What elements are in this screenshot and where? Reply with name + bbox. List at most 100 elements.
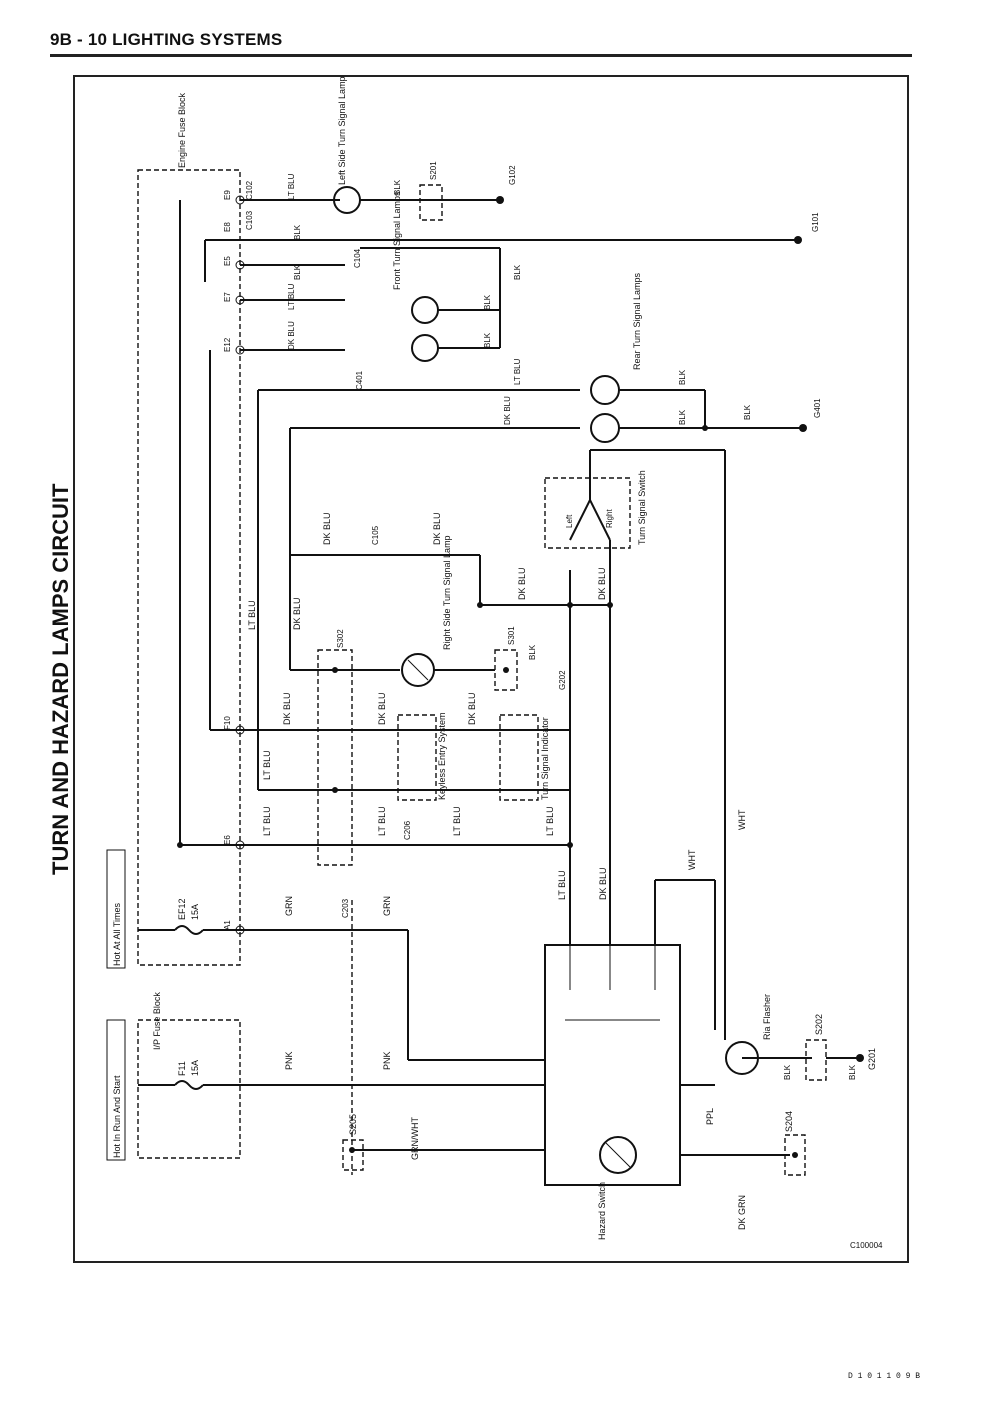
svg-text:BLK: BLK: [393, 179, 402, 195]
turn-signal-switch: Left Right Turn Signal Switch: [544, 449, 725, 549]
svg-text:S301: S301: [507, 626, 516, 645]
turn-signal-indicator-box: [499, 714, 539, 801]
svg-text:WHT: WHT: [737, 809, 747, 830]
svg-text:C206: C206: [403, 820, 412, 840]
svg-text:BLK: BLK: [513, 264, 522, 280]
svg-text:LT BLU: LT BLU: [287, 173, 296, 200]
page-header: 9B - 10 LIGHTING SYSTEMS: [50, 30, 283, 49]
ip-fuse-block-label: I/P Fuse Block: [152, 992, 162, 1050]
svg-text:E5: E5: [223, 256, 232, 266]
diagram-frame: [73, 75, 909, 1263]
turn-signal-indicator-label: Turn Signal Indicator: [540, 717, 550, 800]
svg-text:DK BLU: DK BLU: [292, 597, 302, 630]
flasher: Ria Flasher PPL: [705, 994, 812, 1125]
connector-c105-label: C105: [371, 525, 380, 545]
svg-text:E12: E12: [223, 337, 232, 352]
svg-text:LT BLU: LT BLU: [557, 870, 567, 900]
svg-text:BLK: BLK: [483, 294, 492, 310]
front-turn-signal-lamps: Front Turn Signal Lamps C104: [353, 191, 501, 362]
hazard-switch-label: Hazard Switch: [597, 1182, 607, 1240]
svg-text:DK BLU: DK BLU: [322, 512, 332, 545]
svg-text:PNK: PNK: [284, 1051, 294, 1070]
svg-text:S201: S201: [429, 161, 438, 180]
svg-text:BLK: BLK: [743, 404, 752, 420]
svg-text:E9: E9: [223, 190, 232, 200]
diagram-title: TURN AND HAZARD LAMPS CIRCUIT: [48, 483, 73, 875]
right-side-turn-signal-lamp: Right Side Turn Signal Lamp: [401, 535, 495, 687]
svg-text:PPL: PPL: [705, 1108, 715, 1125]
svg-text:LT BLU: LT BLU: [262, 750, 272, 780]
svg-text:15A: 15A: [190, 904, 200, 920]
svg-text:BLK: BLK: [678, 369, 687, 385]
svg-text:BLK: BLK: [293, 224, 302, 240]
svg-text:Right Side Turn Signal Lamp: Right Side Turn Signal Lamp: [442, 535, 452, 650]
svg-text:G101: G101: [811, 212, 820, 232]
svg-text:E8: E8: [223, 222, 232, 232]
splice-s205: S205: [342, 1114, 364, 1171]
switch-output-wires: LT BLU DK BLU WHT WHT: [557, 450, 747, 1040]
ip-fuse-block: [137, 1019, 241, 1159]
figure-code: C100004: [850, 1241, 883, 1250]
ground-g204: S204 DK GRN: [737, 1111, 806, 1230]
svg-text:E7: E7: [223, 292, 232, 302]
header-rule: [50, 54, 912, 57]
svg-text:GRN: GRN: [382, 896, 392, 916]
engine-fuse-block: [137, 169, 241, 966]
svg-text:BLK: BLK: [293, 264, 302, 280]
hot-run-start-box: Hot In Run And Start: [106, 1019, 126, 1161]
svg-text:S302: S302: [336, 629, 345, 648]
svg-text:LT BLU: LT BLU: [287, 283, 296, 310]
svg-text:F11: F11: [177, 1061, 187, 1076]
svg-text:G201: G201: [867, 1048, 877, 1070]
fuse-ef12: EF12 15A: [138, 898, 240, 935]
ground-g201: G201 S202: [805, 1014, 877, 1081]
rear-turn-signal-lamps: Rear Turn Signal Lamps G401 C401: [355, 272, 822, 443]
svg-text:DK BLU: DK BLU: [432, 512, 442, 545]
hot-run-start-label: Hot In Run And Start: [112, 1075, 122, 1158]
svg-text:WHT: WHT: [687, 849, 697, 870]
svg-text:BLK: BLK: [528, 644, 537, 660]
svg-text:EF12: EF12: [177, 898, 187, 920]
keyless-entry-connector: [317, 649, 353, 866]
svg-text:BLK: BLK: [483, 332, 492, 348]
svg-text:LT BLU: LT BLU: [452, 806, 462, 836]
svg-text:PNK: PNK: [382, 1051, 392, 1070]
svg-text:BLK: BLK: [783, 1064, 792, 1080]
flasher-label: Ria Flasher: [762, 994, 772, 1040]
fuse-f11: F11 15A: [138, 1060, 245, 1090]
keyless-entry-box: [397, 714, 437, 801]
svg-text:BLK: BLK: [848, 1064, 857, 1080]
svg-text:C104: C104: [353, 248, 362, 268]
svg-text:S204: S204: [784, 1111, 794, 1132]
svg-text:LT BLU: LT BLU: [247, 600, 257, 630]
svg-text:Left Side Turn Signal Lamp: Left Side Turn Signal Lamp: [337, 76, 347, 185]
svg-text:G102: G102: [508, 165, 517, 185]
svg-text:DK BLU: DK BLU: [597, 567, 607, 600]
hot-all-times-label: Hot At All Times: [112, 902, 122, 966]
svg-text:LT BLU: LT BLU: [545, 806, 555, 836]
page-code: D 1 0 1 1 0 9 B: [848, 1372, 921, 1381]
svg-text:DK BLU: DK BLU: [377, 692, 387, 725]
svg-text:GRN/WHT: GRN/WHT: [410, 1117, 420, 1160]
svg-text:C401: C401: [355, 370, 364, 390]
svg-text:DK BLU: DK BLU: [517, 567, 527, 600]
svg-text:A1: A1: [223, 920, 232, 930]
svg-text:BLK: BLK: [678, 409, 687, 425]
lamp-wire-labels: LT BLU BLK BLK LT BLU DK BLU BLK BLK BLK…: [287, 173, 857, 1080]
splice-s301: S301 G202: [494, 626, 567, 691]
keyless-entry-label: Keyless Entry System: [437, 712, 447, 800]
engine-fuse-block-label: Engine Fuse Block: [177, 92, 187, 168]
svg-text:Left: Left: [565, 514, 574, 528]
svg-text:Right: Right: [605, 509, 614, 528]
svg-text:Front Turn Signal Lamps: Front Turn Signal Lamps: [392, 191, 402, 290]
svg-text:S202: S202: [814, 1014, 824, 1035]
svg-text:DK BLU: DK BLU: [598, 867, 608, 900]
ground-g101: G101: [794, 212, 820, 244]
svg-text:DK BLU: DK BLU: [282, 692, 292, 725]
feed-wires: PNK PNK GRN GRN GRN/WHT: [240, 896, 545, 1175]
hot-all-times-box: Hot At All Times: [106, 849, 126, 969]
svg-text:DK BLU: DK BLU: [287, 321, 296, 350]
svg-text:LT BLU: LT BLU: [262, 806, 272, 836]
svg-text:F10: F10: [223, 716, 232, 730]
